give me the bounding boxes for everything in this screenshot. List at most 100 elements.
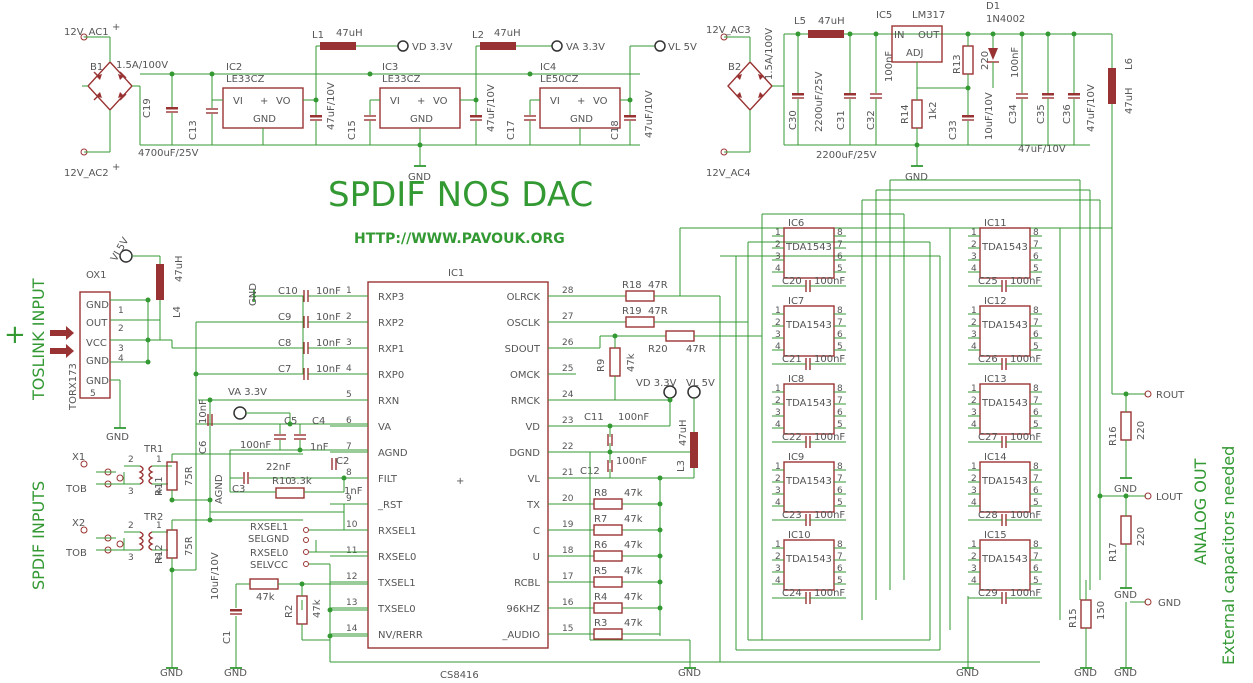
dac-pin-number: 6 bbox=[837, 330, 843, 340]
pullup-value: 47k bbox=[624, 618, 643, 629]
dac-pin-number: 2 bbox=[971, 240, 977, 250]
gnd-final: GND bbox=[1114, 668, 1137, 679]
tos-pinnum-4: 4 bbox=[118, 354, 124, 364]
vl-label: VL 5V bbox=[668, 42, 697, 53]
svg-text:+: + bbox=[456, 476, 464, 487]
dac-ic-type: TDA1543 bbox=[785, 242, 832, 253]
receiver-pin-name: OMCK bbox=[510, 370, 540, 381]
gnd-out-label: GND bbox=[1158, 598, 1181, 609]
ic3-vo: VO bbox=[433, 96, 448, 107]
tr1-pin-1: 1 bbox=[156, 455, 162, 465]
dac-ic-ref: IC8 bbox=[788, 374, 804, 385]
input-cap-value: 10nF bbox=[316, 312, 341, 323]
dac-pin-number: 8 bbox=[1033, 540, 1039, 550]
gnd-r17: GND bbox=[1114, 590, 1137, 601]
dac-pin-number: 3 bbox=[775, 564, 781, 574]
c15-ref: C15 bbox=[347, 120, 358, 140]
spdif-inputs-label: SPDIF INPUTS bbox=[29, 481, 48, 590]
receiver-pin-name: _RST bbox=[377, 500, 403, 511]
ic4-ref: IC4 bbox=[540, 62, 556, 73]
va-label: VA 3.3V bbox=[566, 42, 605, 53]
dac-ic-type: TDA1543 bbox=[785, 476, 832, 487]
receiver-pin-number: 14 bbox=[346, 624, 358, 634]
dac-cap-value: 100nF bbox=[1010, 276, 1041, 287]
ic2-type: LE33CZ bbox=[226, 74, 265, 85]
analog-out-label: ANALOG OUT bbox=[1191, 458, 1210, 565]
dac-pin-number: 1 bbox=[971, 462, 977, 472]
dac-cap-ref: C23 bbox=[782, 510, 802, 521]
r16-ref: R16 bbox=[1108, 426, 1119, 446]
c33-value: 10uF/10V bbox=[984, 92, 995, 140]
dac-cap-ref: C25 bbox=[978, 276, 998, 287]
dac-cap-value: 100nF bbox=[1010, 432, 1041, 443]
tr2-pin-2: 2 bbox=[128, 521, 134, 531]
ic4-vo: VO bbox=[593, 96, 608, 107]
dac-cap-value: 100nF bbox=[814, 354, 845, 365]
receiver-pin-name: SDOUT bbox=[505, 344, 541, 355]
dac-pin-number: 7 bbox=[1033, 396, 1039, 406]
tos-pin-gnd2: GND bbox=[86, 356, 109, 367]
dac-ic-type: TDA1543 bbox=[981, 476, 1028, 487]
receiver-pin-name: RXP0 bbox=[378, 370, 404, 381]
ac2-label: 12V_AC2 bbox=[64, 168, 109, 179]
c11-ref: C11 bbox=[584, 412, 604, 423]
svg-text:+: + bbox=[577, 96, 585, 107]
schematic-title: SPDIF NOS DAC bbox=[328, 175, 593, 215]
sel-rxsel0: RXSEL0 bbox=[250, 548, 288, 559]
dac-cap-value: 100nF bbox=[814, 432, 845, 443]
ic3-gnd: GND bbox=[410, 114, 433, 125]
l5-ref: L5 bbox=[794, 16, 806, 27]
tr1-pin-3: 3 bbox=[128, 487, 134, 497]
dac-pin-number: 8 bbox=[1033, 306, 1039, 316]
dac-pin-number: 2 bbox=[775, 318, 781, 328]
dac-pin-number: 5 bbox=[837, 264, 843, 274]
vl-right-label: VL 5V bbox=[686, 378, 715, 389]
pullup-value: 47k bbox=[624, 514, 643, 525]
receiver-pin-number: 4 bbox=[346, 364, 352, 374]
dac-pin-number: 2 bbox=[775, 240, 781, 250]
b1-ref: B1 bbox=[90, 62, 103, 73]
r12-ref: R12 bbox=[154, 544, 165, 564]
l3-ref: L3 bbox=[676, 460, 687, 472]
c2-ref: C2 bbox=[336, 456, 349, 467]
dac-ic-ref: IC14 bbox=[984, 452, 1007, 463]
dac-ic-ref: IC6 bbox=[788, 218, 804, 229]
dac-pin-number: 6 bbox=[837, 486, 843, 496]
sel-selvcc: SELVCC bbox=[250, 560, 288, 571]
receiver-pin-name: _AUDIO bbox=[501, 630, 540, 641]
receiver-pin-name: VA bbox=[378, 422, 391, 433]
receiver-pin-name: DGND bbox=[509, 448, 540, 459]
dac-cap-ref: C27 bbox=[978, 432, 998, 443]
receiver-pin-number: 17 bbox=[562, 572, 573, 582]
pullup-resistor-body bbox=[593, 628, 623, 640]
b2-ref: B2 bbox=[728, 62, 741, 73]
receiver-right-pins: 28OLRCK27OSCLK26SDOUT25OMCK24RMCK23VD22D… bbox=[501, 286, 576, 641]
dac-ic-ref: IC11 bbox=[984, 218, 1007, 229]
receiver-pin-name: OLRCK bbox=[507, 292, 541, 303]
dac-ic-type: TDA1543 bbox=[981, 242, 1028, 253]
dac-pin-number: 4 bbox=[775, 342, 781, 352]
receiver-pin-number: 26 bbox=[562, 338, 574, 348]
r2-ref: R2 bbox=[284, 605, 295, 618]
c35-ref: C35 bbox=[1036, 104, 1047, 124]
dac-ic-type: TDA1543 bbox=[785, 554, 832, 565]
receiver-pin-name: OSCLK bbox=[507, 318, 541, 329]
dac-pin-number: 4 bbox=[775, 576, 781, 586]
l2-ref: L2 bbox=[472, 30, 484, 41]
dac-cap-value: 100nF bbox=[814, 510, 845, 521]
receiver-pin-number: 20 bbox=[562, 494, 574, 504]
dac-pin-number: 4 bbox=[971, 420, 977, 430]
d1-ref: D1 bbox=[986, 1, 1000, 12]
receiver-pin-number: 5 bbox=[346, 390, 352, 400]
dac-chip-body bbox=[979, 305, 1031, 357]
receiver-pin-number: 9 bbox=[346, 494, 352, 504]
dac-ic-type: TDA1543 bbox=[785, 398, 832, 409]
receiver-pin-number: 11 bbox=[346, 546, 357, 556]
gnd-r16: GND bbox=[1114, 484, 1137, 495]
dac-pin-number: 3 bbox=[971, 564, 977, 574]
dac-pin-number: 8 bbox=[837, 228, 843, 238]
plus-sign: + bbox=[4, 320, 26, 350]
dac-ic-ref: IC10 bbox=[788, 530, 811, 541]
pullup-resistor-body bbox=[593, 550, 623, 562]
